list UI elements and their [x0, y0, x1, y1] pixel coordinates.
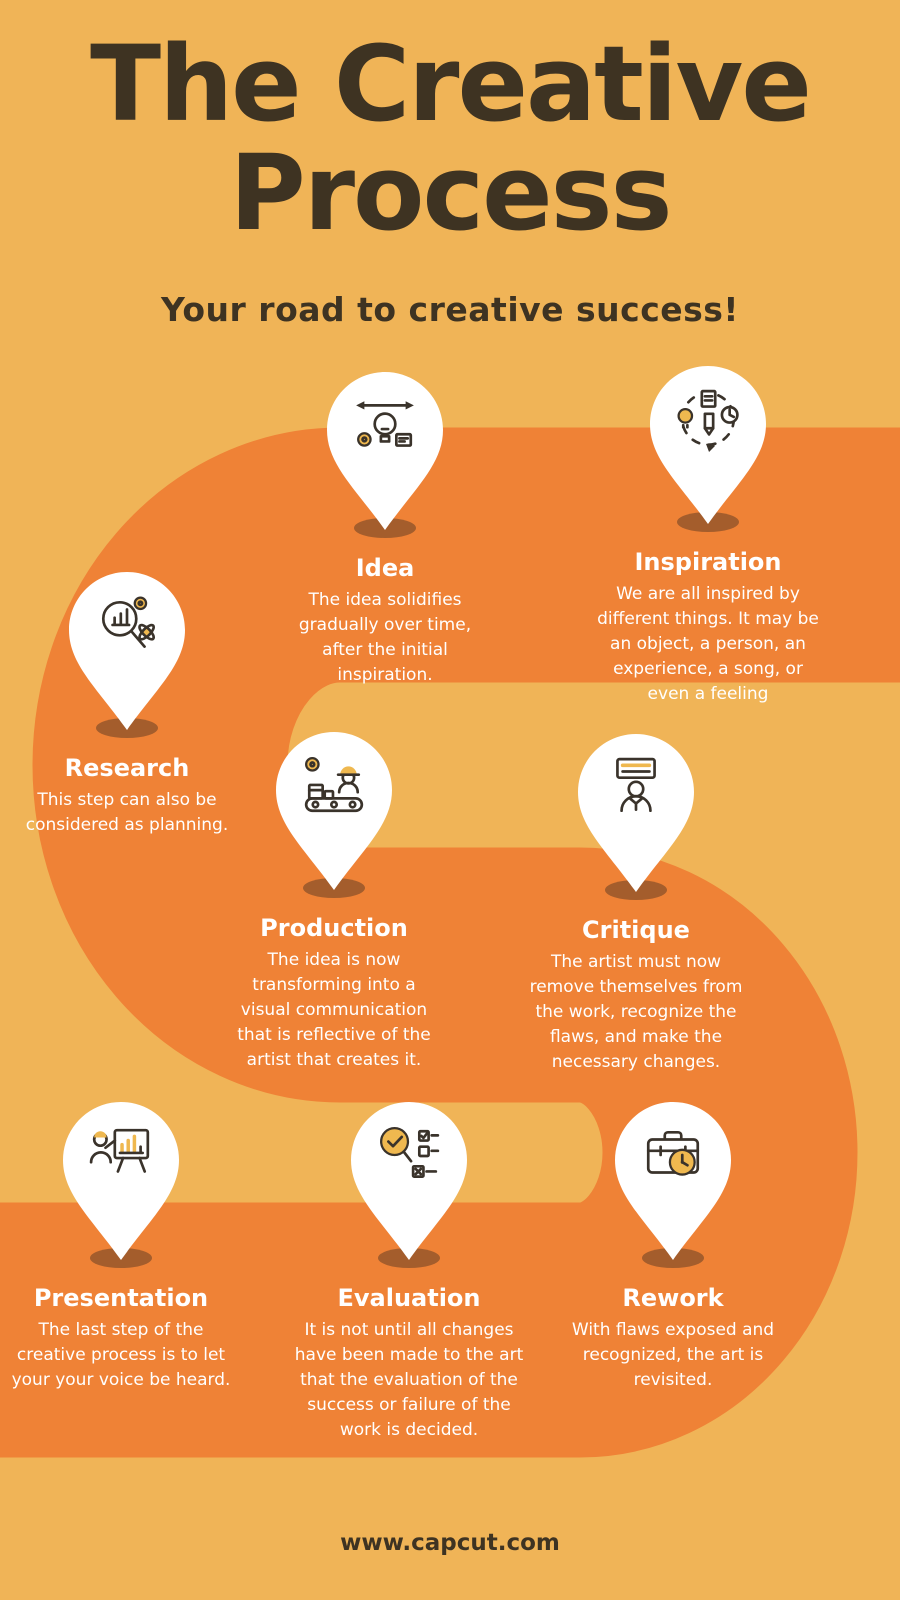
map-pin	[69, 572, 185, 730]
pencil-lightbulb-gear-icon	[352, 393, 418, 459]
map-pin	[351, 1102, 467, 1260]
page-title-line1: The Creative	[90, 23, 812, 145]
creative-cycle-icon	[675, 387, 741, 453]
page-title-line2: Process	[229, 132, 673, 255]
step-description: The last step of the creative process is…	[11, 1320, 231, 1390]
map-pin	[327, 372, 443, 530]
step-research: Research This step can also be considere…	[21, 572, 233, 838]
step-production: Production The idea is now transforming …	[226, 732, 442, 1073]
footer-url: www.capcut.com	[340, 1530, 560, 1556]
step-idea: Idea The idea solidifies gradually over …	[285, 372, 485, 688]
page-subtitle: Your road to creative success!	[161, 290, 739, 329]
presenter-whiteboard-icon	[88, 1123, 154, 1189]
step-description: It is not until all changes have been ma…	[294, 1320, 524, 1440]
step-inspiration: Inspiration We are all inspired by diffe…	[590, 366, 826, 707]
step-title: Inspiration	[634, 548, 782, 576]
step-title: Presentation	[33, 1284, 209, 1312]
magnifier-analytics-icon	[94, 593, 160, 659]
conveyor-worker-icon	[301, 753, 367, 819]
step-description: This step can also be considered as plan…	[25, 790, 229, 835]
step-title: Rework	[622, 1284, 724, 1312]
map-pin	[615, 1102, 731, 1260]
reviewer-board-icon	[603, 755, 669, 821]
step-title: Idea	[355, 554, 415, 582]
step-description: The idea is now transforming into a visu…	[237, 950, 431, 1070]
step-title: Research	[64, 754, 190, 782]
step-presentation: Presentation The last step of the creati…	[8, 1102, 234, 1393]
map-pin	[63, 1102, 179, 1260]
step-description: With flaws exposed and recognized, the a…	[571, 1320, 775, 1390]
page-title: The Creative Process	[0, 23, 900, 255]
step-description: We are all inspired by different things.…	[597, 584, 819, 704]
step-description: The artist must now remove themselves fr…	[529, 952, 743, 1072]
step-title: Critique	[582, 916, 690, 944]
step-title: Production	[260, 914, 408, 942]
step-rework: Rework With flaws exposed and recognized…	[560, 1102, 786, 1393]
briefcase-clock-icon	[640, 1123, 706, 1189]
step-title: Evaluation	[337, 1284, 481, 1312]
magnifier-checklist-icon	[376, 1123, 442, 1189]
step-description: The idea solidifies gradually over time,…	[298, 590, 472, 685]
step-evaluation: Evaluation It is not until all changes h…	[289, 1102, 529, 1443]
step-critique: Critique The artist must now remove them…	[516, 734, 756, 1075]
map-pin	[578, 734, 694, 892]
